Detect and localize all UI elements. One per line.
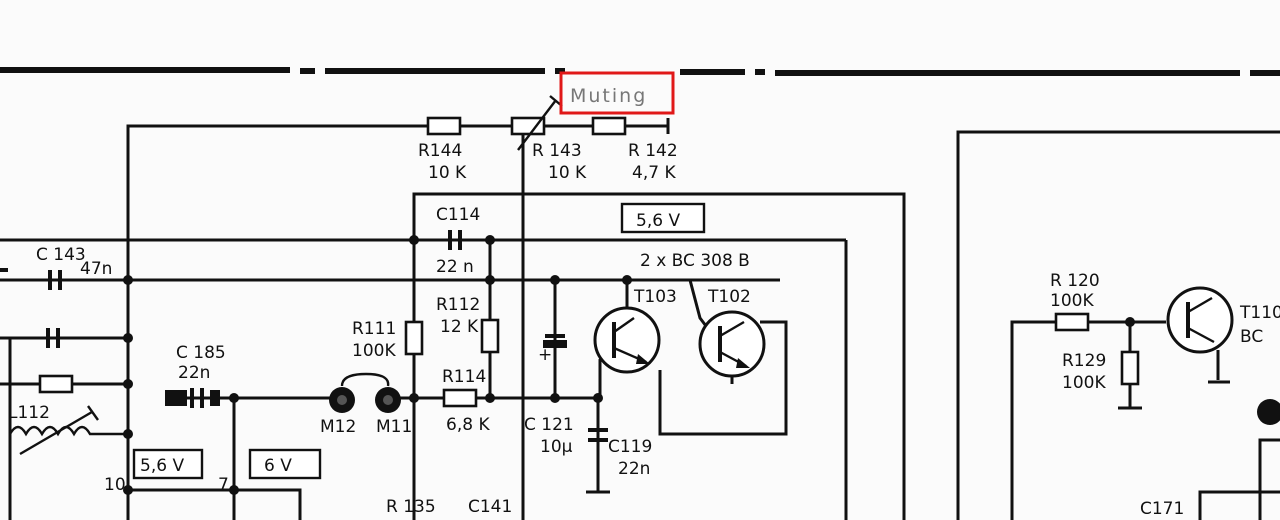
r111-value: 100K: [352, 341, 396, 361]
transistor-type-label: 2 x BC 308 B: [640, 251, 750, 271]
resistors: [38, 116, 1140, 408]
supply-mid-label: 6 V: [264, 456, 292, 476]
transistor-t110: [1166, 286, 1234, 354]
supply-box-mid: [248, 448, 322, 480]
t110-label: T110: [1239, 303, 1280, 323]
c114-name: C114: [436, 205, 480, 225]
m11-label: M11: [376, 417, 412, 437]
r142-value: 4,7 K: [632, 163, 676, 183]
c141-label: C141: [468, 497, 512, 517]
r129-name: R129: [1062, 351, 1106, 371]
muting-label: Muting: [570, 85, 647, 107]
r112-name: R112: [436, 295, 480, 315]
r144-name: R144: [418, 141, 462, 161]
c143-name: C 143: [36, 245, 86, 265]
muting-highlight: [559, 71, 675, 115]
test-points: [329, 372, 1280, 425]
c119-name: C119: [608, 437, 652, 457]
c121-value: 10µ: [540, 437, 573, 457]
capacitors: [0, 230, 608, 442]
supply-top-label: 5,6 V: [636, 211, 680, 231]
t102-label: T102: [707, 287, 751, 307]
c185-name: C 185: [176, 343, 226, 363]
c171-label: C171: [1140, 499, 1184, 519]
supply-box-left: [132, 448, 204, 480]
r143-value: 10 K: [548, 163, 587, 183]
c121-name: C 121: [524, 415, 574, 435]
t103-label: T103: [633, 287, 677, 307]
r120-value: 100K: [1050, 291, 1094, 311]
r144-value: 10 K: [428, 163, 467, 183]
r120-name: R 120: [1050, 271, 1100, 291]
c143-value: 47n: [80, 259, 112, 279]
r112-value: 12 K: [440, 317, 479, 337]
c119-value: 22n: [618, 459, 650, 479]
m12-label: M12: [320, 417, 356, 437]
supply-box-top: [620, 202, 706, 234]
l112-label: L112: [8, 403, 50, 423]
r114-value: 6,8 K: [446, 415, 490, 435]
junction-dots: [123, 235, 1135, 495]
bc-label: BC: [1240, 327, 1263, 347]
r142-name: R 142: [628, 141, 678, 161]
boundary-line: [0, 67, 1280, 76]
node-7-label: 7: [218, 475, 229, 495]
c114-value: 22 n: [436, 257, 474, 277]
c121-plus: +: [538, 345, 552, 365]
r114-name: R114: [442, 367, 486, 387]
c185-value: 22n: [178, 363, 210, 383]
supply-left-label: 5,6 V: [140, 456, 184, 476]
r143-name: R 143: [532, 141, 582, 161]
transistor-t103: [593, 306, 661, 374]
r111-name: R111: [352, 319, 396, 339]
inductor-l112: [8, 405, 128, 456]
r135-label: R 135: [386, 497, 436, 517]
node-10-label: 10: [104, 475, 126, 495]
transistor-t102: [698, 310, 766, 378]
r129-value: 100K: [1062, 373, 1106, 393]
